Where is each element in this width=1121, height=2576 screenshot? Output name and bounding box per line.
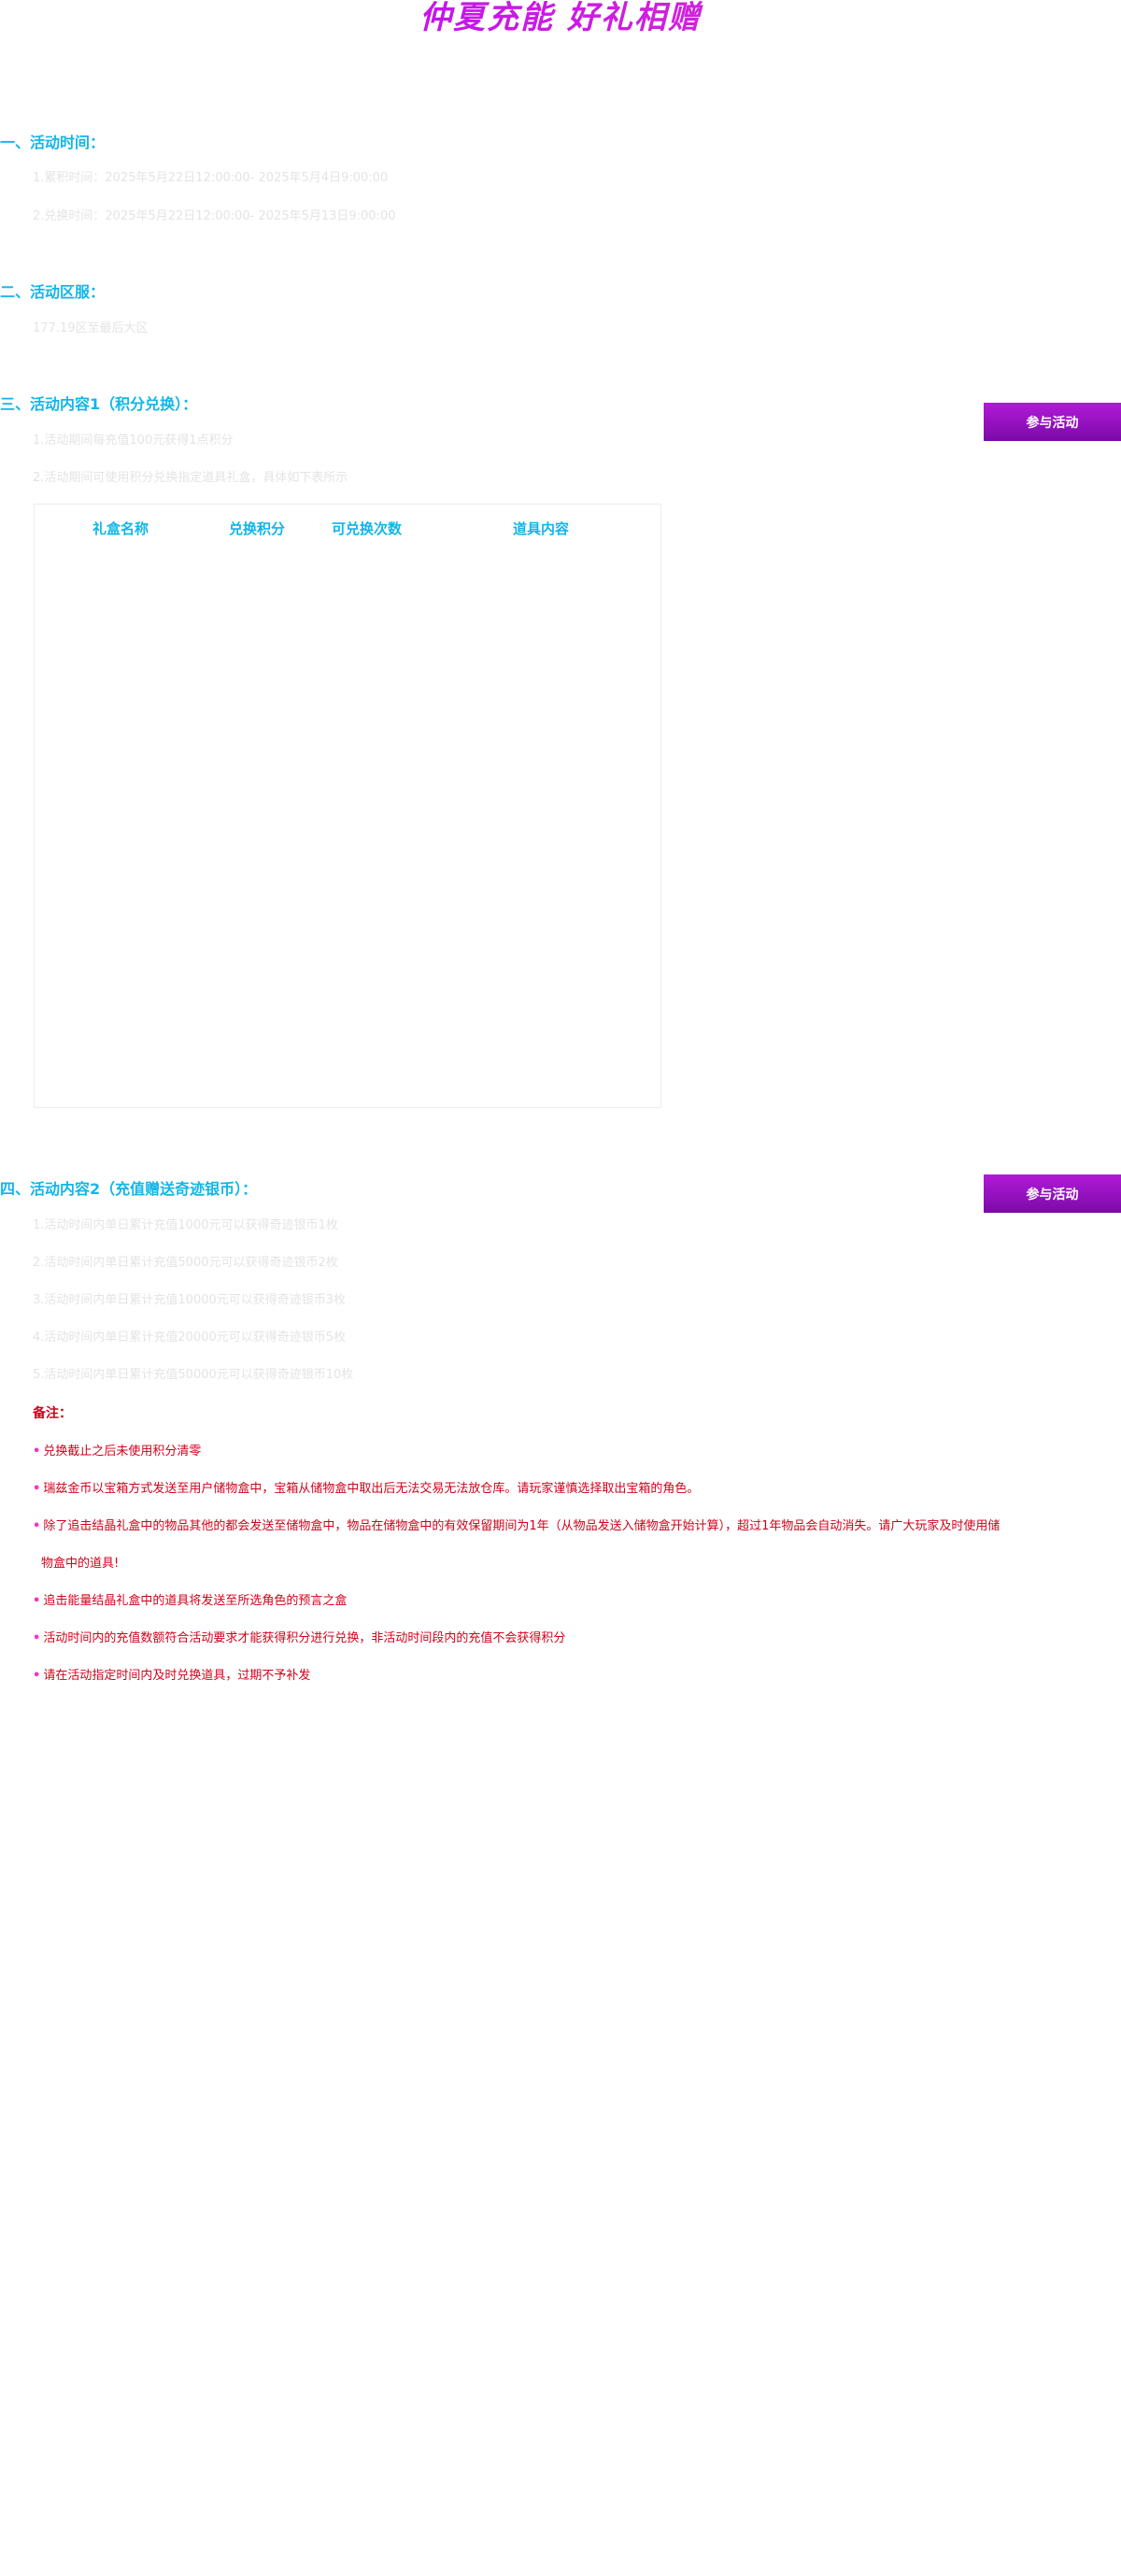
table-header-points: 兑换积分 <box>229 520 286 537</box>
note-item: •瑞兹金币以宝箱方式发送至用户储物盒中，宝箱从储物盒中取出后无法交易无法放仓库。… <box>33 1481 699 1498</box>
section-content1-title: 三、活动内容1（积分兑换）： <box>0 395 198 413</box>
content2-line-5: 5.活动时间内单日累计充值50000元可以获得奇迹银币10枚 <box>33 1368 354 1382</box>
note-text: 除了追击结晶礼盒中的物品其他的都会发送至储物盒中，物品在储物盒中的有效保留期间为… <box>43 1519 1000 1533</box>
table-header-times: 可兑换次数 <box>332 520 403 537</box>
content2-line-1: 1.活动时间内单日累计充值1000元可以获得奇迹银币1枚 <box>33 1218 338 1232</box>
bullet-icon: • <box>33 1519 41 1533</box>
note-text: 物盒中的道具! <box>41 1557 120 1571</box>
join-activity-button-1[interactable]: 参与活动 <box>984 403 1121 441</box>
content2-line-4: 4.活动时间内单日累计充值20000元可以获得奇迹银币5枚 <box>33 1331 347 1345</box>
section-content2-title: 四、活动内容2（充值赠送奇迹银币）： <box>0 1180 258 1198</box>
note-item: •活动时间内的充值数额符合活动要求才能获得积分进行兑换，非活动时间段内的充值不会… <box>33 1630 565 1647</box>
bullet-icon: • <box>33 1445 41 1459</box>
bullet-icon: • <box>33 1669 41 1683</box>
banner-title: 仲夏充能 好礼相赠 <box>0 0 1121 36</box>
table-header-items: 道具内容 <box>513 520 570 537</box>
note-item: •请在活动指定时间内及时兑换道具，过期不予补发 <box>33 1668 310 1685</box>
bullet-icon: • <box>33 1594 41 1608</box>
section-time-title: 一、活动时间： <box>0 134 106 151</box>
notes-title: 备注： <box>33 1406 72 1421</box>
table-header-gift-name: 礼盒名称 <box>92 520 149 537</box>
server-line-1: 177.19区至最后大区 <box>33 321 149 335</box>
content2-line-3: 3.活动时间内单日累计充值10000元可以获得奇迹银币3枚 <box>33 1293 347 1307</box>
note-text: 追击能量结晶礼盒中的道具将发送至所选角色的预言之盒 <box>43 1594 348 1608</box>
bullet-icon: • <box>33 1482 41 1496</box>
time-line-1: 1.累积时间：2025年5月22日12:00:00- 2025年5月4日9:00… <box>33 171 389 185</box>
content2-line-2: 2.活动时间内单日累计充值5000元可以获得奇迹银币2枚 <box>33 1256 338 1270</box>
note-text: 瑞兹金币以宝箱方式发送至用户储物盒中，宝箱从储物盒中取出后无法交易无法放仓库。请… <box>43 1482 700 1496</box>
note-item: •追击能量结晶礼盒中的道具将发送至所选角色的预言之盒 <box>33 1593 347 1610</box>
note-text: 活动时间内的充值数额符合活动要求才能获得积分进行兑换，非活动时间段内的充值不会获… <box>43 1631 566 1645</box>
bullet-icon: • <box>33 1631 41 1645</box>
join-activity-button-2[interactable]: 参与活动 <box>984 1174 1121 1213</box>
note-text: 兑换截止之后未使用积分清零 <box>43 1445 202 1459</box>
time-line-2: 2.兑换时间：2025年5月22日12:00:00- 2025年5月13日9:0… <box>33 209 396 223</box>
content1-line-1: 1.活动期间每充值100元获得1点积分 <box>33 434 234 448</box>
note-text: 请在活动指定时间内及时兑换道具，过期不予补发 <box>43 1669 311 1683</box>
points-exchange-table: 礼盒名称 兑换积分 可兑换次数 道具内容 <box>34 504 661 1108</box>
content1-line-2: 2.活动期间可使用积分兑换指定道具礼盒，具体如下表所示 <box>33 471 348 485</box>
note-item-continuation: 物盒中的道具! <box>41 1556 119 1573</box>
section-server-title: 二、活动区服： <box>0 283 106 301</box>
note-item: •除了追击结晶礼盒中的物品其他的都会发送至储物盒中，物品在储物盒中的有效保留期间… <box>33 1518 1000 1535</box>
note-item: •兑换截止之后未使用积分清零 <box>33 1444 201 1460</box>
